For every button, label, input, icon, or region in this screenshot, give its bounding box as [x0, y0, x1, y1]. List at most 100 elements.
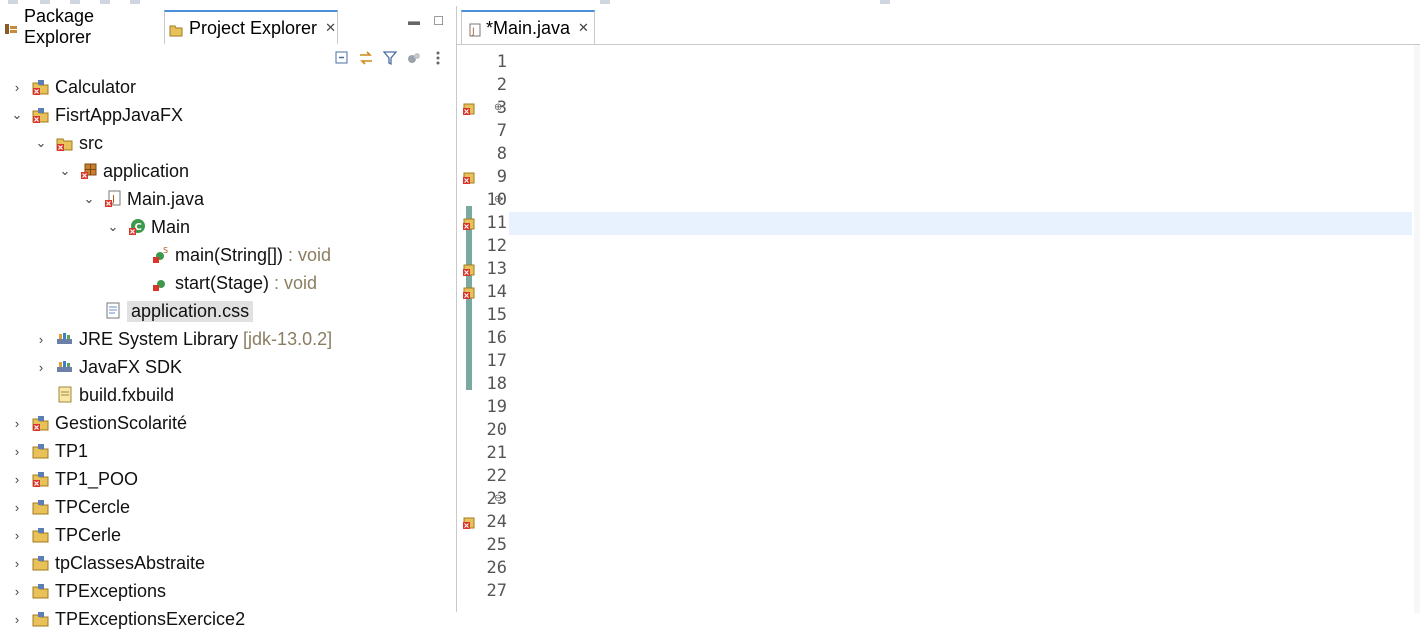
static-method-icon: S	[152, 246, 170, 264]
tree-item[interactable]: ›GestionScolarité	[10, 409, 187, 437]
tab-package-explorer-label: Package Explorer	[24, 6, 95, 47]
tree-item[interactable]: ⌄ application	[58, 157, 190, 185]
left-tab-bar: Package Explorer Project Explorer ✕ ▬ ☐	[0, 6, 456, 47]
tree-item[interactable]: ⌄ FisrtAppJavaFX	[10, 101, 184, 129]
tree-item[interactable]: ⌄ src	[34, 129, 103, 157]
maximize-view-icon[interactable]: ☐	[433, 14, 444, 28]
error-marker-icon[interactable]	[463, 102, 475, 115]
java-file-icon: J	[104, 190, 122, 208]
java-project-icon	[32, 526, 50, 544]
java-project-error-icon	[32, 78, 50, 96]
expand-icon[interactable]: ›	[14, 471, 20, 487]
package-icon	[80, 162, 98, 180]
tree-item[interactable]: › JavaFX SDK	[34, 353, 182, 381]
tree-item-label: src	[79, 132, 103, 153]
collapse-fold-icon[interactable]: ⊖	[494, 194, 503, 205]
tree-item-label: start(Stage)	[175, 272, 270, 293]
error-marker-icon[interactable]	[463, 263, 475, 276]
view-toolbar	[334, 46, 446, 70]
tree-item[interactable]: ›JRE System Library [jdk-13.0.2]	[34, 325, 332, 353]
tree-item[interactable]: ›TP1	[10, 437, 88, 465]
tree-item[interactable]: build.fxbuild	[34, 381, 174, 409]
tree-item[interactable]: › TPExceptions	[10, 577, 166, 605]
line-number: 13	[486, 259, 507, 279]
collapse-icon[interactable]: ⌄	[35, 135, 47, 150]
collapse-icon[interactable]: ⌄	[107, 219, 119, 234]
tree-item-label: FisrtAppJavaFX	[55, 104, 184, 125]
tab-package-explorer[interactable]: Package Explorer	[4, 6, 162, 47]
svg-text:J: J	[111, 194, 115, 205]
expand-icon[interactable]: ›	[14, 443, 20, 459]
line-number: 15	[486, 305, 507, 325]
line-number: 12	[486, 236, 507, 256]
library-icon	[56, 330, 74, 348]
error-marker-icon[interactable]	[463, 516, 475, 529]
java-project-icon	[32, 610, 50, 628]
expand-icon[interactable]: ›	[14, 527, 20, 543]
tree-item-label: JavaFX SDK	[79, 356, 183, 377]
vertical-scrollbar[interactable]	[1414, 45, 1420, 613]
error-marker-icon[interactable]	[463, 217, 475, 230]
collapse-icon[interactable]: ⌄	[11, 107, 23, 122]
line-number: 20	[486, 420, 507, 440]
java-project-error-icon	[32, 106, 50, 124]
tree-item-decoration: : void	[283, 244, 332, 265]
line-number: 2	[496, 75, 507, 95]
link-with-editor-icon[interactable]	[358, 50, 374, 66]
line-number: 9	[496, 167, 507, 187]
tree-item-label: TPExceptions	[55, 580, 167, 601]
tree-item[interactable]: ›tpClassesAbstraite	[10, 549, 205, 577]
java-project-icon	[32, 554, 50, 572]
collapse-fold-icon[interactable]: ⊖	[494, 493, 503, 504]
tree-item[interactable]: start(Stage) : void	[130, 269, 317, 297]
expand-icon[interactable]: ›	[14, 583, 20, 599]
tree-item[interactable]: ›TPExceptionsExercice2	[10, 605, 245, 633]
expand-icon[interactable]: ›	[14, 499, 20, 515]
expand-icon[interactable]: ›	[14, 79, 20, 95]
line-number: 10	[486, 190, 507, 210]
tree-item[interactable]: ›Calculator	[10, 73, 136, 101]
library-icon	[56, 358, 74, 376]
close-tab-icon[interactable]: ✕	[325, 20, 336, 35]
expand-icon[interactable]: ›	[14, 415, 20, 431]
tab-project-explorer[interactable]: Project Explorer ✕	[164, 10, 338, 44]
line-number: 21	[486, 443, 507, 463]
error-marker-icon[interactable]	[463, 286, 475, 299]
tree-item-decoration: [jdk-13.0.2]	[238, 328, 333, 349]
tree-item-label: main(String[])	[175, 244, 284, 265]
tree-item[interactable]: › TPCercle	[10, 493, 130, 521]
line-number: 19	[486, 397, 507, 417]
close-editor-tab-icon[interactable]: ✕	[578, 20, 589, 35]
java-project-icon	[32, 498, 50, 516]
tree-item-label: application	[103, 160, 190, 181]
line-number: 11	[486, 213, 507, 233]
focus-icon[interactable]	[406, 50, 422, 66]
tree-item[interactable]: application.css	[82, 297, 254, 325]
expand-icon[interactable]: ›	[38, 331, 44, 347]
error-marker-icon[interactable]	[463, 171, 475, 184]
collapse-all-icon[interactable]	[334, 50, 350, 66]
tree-item[interactable]: ›TP1_POO	[10, 465, 138, 493]
collapse-icon[interactable]: ⌄	[59, 163, 71, 178]
expand-icon[interactable]: ›	[38, 359, 44, 375]
line-number: 18	[486, 374, 507, 394]
line-number: 26	[486, 558, 507, 578]
tree-item[interactable]: ›TPCerle	[10, 521, 121, 549]
expand-fold-icon[interactable]: ⊕	[494, 102, 503, 113]
expand-icon[interactable]: ›	[14, 555, 20, 571]
view-menu-icon[interactable]	[430, 50, 446, 66]
svg-text:C: C	[135, 222, 142, 233]
tree-item-label: TPCercle	[55, 496, 131, 517]
filter-icon[interactable]	[382, 50, 398, 66]
minimize-view-icon[interactable]: ▬	[408, 14, 420, 28]
line-number: 27	[486, 581, 507, 601]
tree-item-decoration: : void	[269, 272, 318, 293]
tab-main-java[interactable]: J *Main.java ✕	[461, 10, 595, 44]
collapse-icon[interactable]: ⌄	[83, 191, 95, 206]
expand-icon[interactable]: ›	[14, 611, 20, 627]
